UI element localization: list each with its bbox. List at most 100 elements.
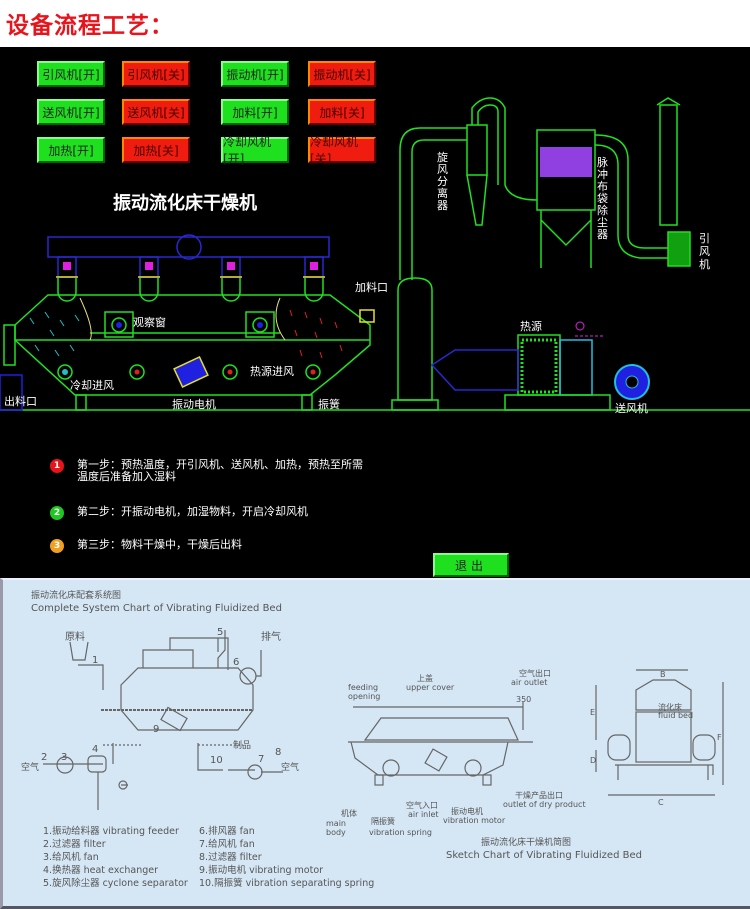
label-fluid-cn: 流化床: [658, 702, 682, 712]
label-feed-en1: feeding: [348, 683, 378, 692]
step-text: 第二步：开振动电机，加湿物料，开启冷却风机: [77, 505, 308, 518]
legend-item: 4.换热器 heat exchanger: [43, 865, 159, 876]
legend-item: 10.隔振簧 vibration separating spring: [199, 878, 375, 889]
label-cyclone: 旋风分离器: [437, 151, 448, 212]
label-feed-en2: opening: [348, 692, 380, 701]
legend-item: 2.过滤器 filter: [43, 839, 106, 850]
label-air1: 空气: [21, 761, 39, 773]
feed-on-button[interactable]: 加料[开]: [221, 99, 289, 125]
label-air2: 空气: [281, 761, 299, 773]
label-upper-en: upper cover: [406, 683, 455, 692]
exit-button[interactable]: 退出: [433, 553, 509, 577]
legend-item: 9.振动电机 vibrating motor: [199, 865, 324, 876]
label-n3: 3: [61, 752, 67, 763]
label-motor: 振动电机: [172, 397, 216, 411]
label-B: B: [660, 670, 666, 679]
label-airin-en: air inlet: [408, 810, 439, 819]
heat-on-button[interactable]: 加热[开]: [37, 137, 105, 163]
label-n4: 4: [92, 744, 98, 755]
machine-title: 振动流化床干燥机: [113, 193, 257, 214]
legend-col-2: 6.排风器 fan 7.给风机 fan 8.过滤器 filter 9.振动电机 …: [199, 825, 374, 890]
label-n8: 8: [275, 747, 281, 758]
step-badge: 2: [50, 506, 64, 520]
label-dry-en: outlet of dry product: [503, 800, 586, 809]
label-upper-cn: 上盖: [417, 673, 433, 683]
label-cool-in: 冷却进风: [70, 379, 114, 392]
legend-item: 6.排风器 fan: [199, 826, 255, 837]
label-bagfilter: 脉冲布袋除尘器: [597, 156, 608, 241]
label-n9: 9: [153, 724, 159, 735]
label-airout-cn: 空气出口: [519, 668, 551, 678]
induced-fan-on-button[interactable]: 引风机[开]: [37, 61, 105, 87]
label-heat-source: 热源: [520, 319, 542, 333]
label-outlet: 出料口: [4, 394, 37, 408]
heat-off-button[interactable]: 加热[关]: [122, 137, 190, 163]
label-n6: 6: [233, 657, 239, 668]
sketch-front-view: [348, 702, 533, 786]
legend-item: 5.旋风除尘器 cyclone separator: [43, 878, 188, 889]
label-blower: 送风机: [615, 401, 648, 415]
legend-col-1: 1.振动给料器 vibrating feeder 2.过滤器 filter 3.…: [43, 825, 188, 890]
vibrator-off-button[interactable]: 振动机[关]: [308, 61, 376, 87]
page-title: 设备流程工艺：: [6, 13, 174, 39]
spec-panel: 振动流化床配套系统图 Complete System Chart of Vibr…: [0, 578, 750, 909]
feed-off-button[interactable]: 加料[关]: [308, 99, 376, 125]
label-heat-in: 热源进风: [250, 364, 294, 378]
label-n10: 10: [210, 755, 223, 766]
cooling-fan-off-button[interactable]: 冷却风机[关]: [308, 135, 376, 166]
vibrator-on-button[interactable]: 振动机[开]: [221, 61, 289, 87]
induced-fan-off-button[interactable]: 引风机[关]: [122, 61, 190, 87]
step-text: 第三步：物料干燥中，干燥后出料: [77, 538, 242, 551]
system-title-cn: 振动流化床配套系统图: [31, 589, 121, 601]
label-D: D: [590, 756, 596, 765]
label-n5: 5: [217, 627, 223, 638]
label-spring-cn: 隔振簧: [371, 816, 395, 826]
legend-item: 1.振动给料器 vibrating feeder: [43, 826, 179, 837]
label-motor-cn: 振动电机: [451, 806, 483, 816]
label-product: 制品: [233, 739, 251, 751]
label-F: F: [717, 733, 722, 742]
blower-on-button[interactable]: 送风机[开]: [37, 99, 105, 125]
label-induced-fan: 引风机: [699, 232, 710, 271]
header: 设备流程工艺：: [0, 0, 750, 47]
label-spring-en: vibration spring: [369, 828, 432, 837]
label-dry-cn: 干燥产品出口: [515, 790, 563, 800]
system-diagram: [43, 630, 283, 810]
step-badge: 3: [50, 539, 64, 553]
dryer-diagram: [0, 234, 750, 411]
system-title-en: Complete System Chart of Vibrating Fluid…: [31, 603, 282, 614]
label-exhaust: 排气: [261, 630, 281, 643]
label-body-cn: 机体: [341, 808, 357, 818]
sketch-title-cn: 振动流化床干燥机简图: [481, 836, 571, 848]
sketch-side-view: [595, 669, 724, 796]
label-E: E: [590, 708, 595, 717]
step-3: 3 第三步：物料干燥中，干燥后出料: [50, 539, 242, 553]
legend-item: 8.过滤器 filter: [199, 852, 262, 863]
process-schematic: 观察窗 冷却进风 振动电机 热源进风 振簧 出料口 加料口 热源 送风机: [0, 97, 750, 415]
cooling-fan-on-button[interactable]: 冷却风机[开]: [221, 135, 289, 166]
step-1: 1 第一步：预热温度，开引风机、送风机、加热，预热至所需温度后准备加入湿料: [50, 459, 367, 483]
step-2: 2 第二步：开振动电机，加湿物料，开启冷却风机: [50, 506, 308, 520]
hmi-panel: 观察窗 冷却进风 振动电机 热源进风 振簧 出料口 加料口 热源 送风机 旋风分…: [0, 47, 750, 578]
label-body-en2: body: [326, 828, 346, 837]
label-n2: 2: [41, 752, 47, 763]
plant-diagram: [391, 97, 691, 411]
label-n1: 1: [92, 655, 98, 666]
label-feed: 加料口: [355, 280, 388, 294]
label-n7: 7: [258, 754, 264, 765]
label-350: 350: [516, 695, 531, 704]
spec-drawings: 振动流化床配套系统图 Complete System Chart of Vibr…: [21, 589, 724, 861]
sketch-title-en: Sketch Chart of Vibrating Fluidized Bed: [446, 850, 642, 861]
label-motor-en: vibration motor: [443, 816, 506, 825]
label-raw: 原料: [65, 630, 85, 643]
step-badge: 1: [50, 459, 64, 473]
label-observation: 观察窗: [133, 315, 166, 329]
legend-item: 3.给风机 fan: [43, 852, 99, 863]
label-C: C: [658, 798, 664, 807]
legend-item: 7.给风机 fan: [199, 839, 255, 850]
label-body-en1: main: [326, 819, 346, 828]
blower-off-button[interactable]: 送风机[关]: [122, 99, 190, 125]
label-airin-cn: 空气入口: [406, 800, 438, 810]
filter-bags-icon: [540, 147, 592, 177]
label-fluid-en: fluid bed: [658, 711, 693, 720]
